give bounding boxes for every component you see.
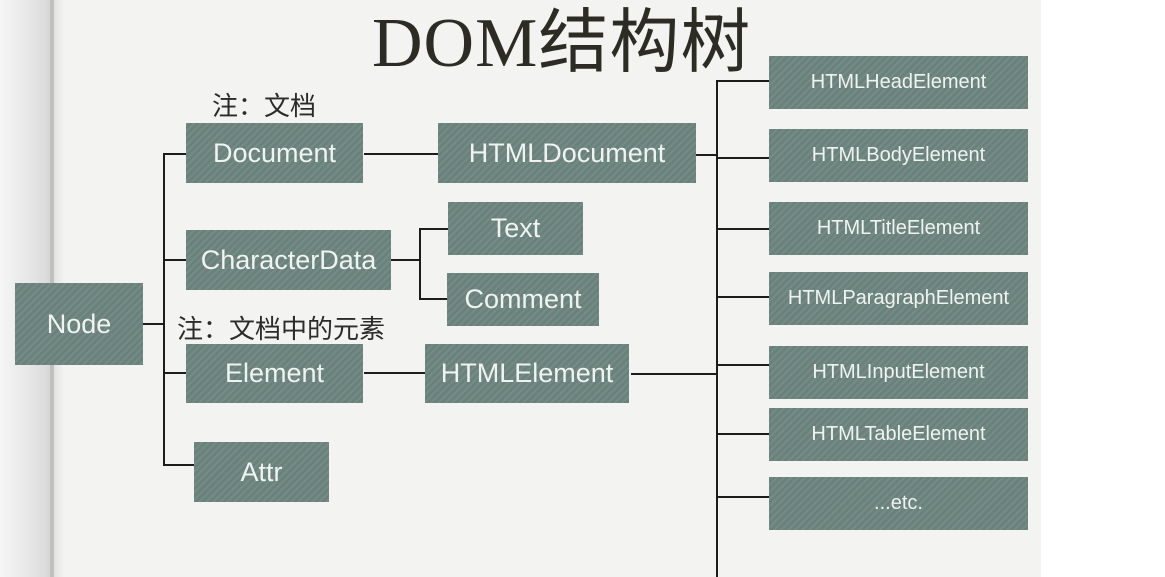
node-box-htmlparagraphelement: HTMLParagraphElement [769,272,1028,325]
connector-htmldocument-trunk [696,154,716,156]
node-box-characterdata: CharacterData [186,230,391,290]
node-box-element: Element [186,344,363,403]
node-box-text: Text [448,202,583,255]
connector-to-characterdata [163,259,195,261]
node-box-htmltitleelement: HTMLTitleElement [769,202,1028,255]
node-box-document: Document [186,123,363,183]
connector-characterdata-out [391,259,421,261]
connector-to-table [716,433,770,435]
node-box-htmldocument: HTMLDocument [438,123,696,183]
node-box-htmltableelement: HTMLTableElement [769,408,1028,461]
connector-html-trunk [716,80,718,577]
connector-to-attr [163,464,195,466]
connector-to-comment [419,298,449,300]
diagram-canvas: DOM结构树 注：文档 注：文档中的元素 Node Document HTMLD… [0,0,1041,577]
connector-to-input [716,364,770,366]
connector-document-htmldocument [364,153,438,155]
node-box-node: Node [15,283,143,365]
connector-htmlelement-out [631,373,716,375]
connector-to-etc [716,496,770,498]
connector-to-document [163,153,195,155]
connector-characterdata-branch [419,228,421,300]
connector-to-title [716,228,770,230]
connector-node-trunk [163,153,165,466]
node-box-etc: ...etc. [769,477,1028,530]
note-element: 注：文档中的元素 [177,315,386,345]
connector-to-element [163,372,195,374]
node-box-htmlbodyelement: HTMLBodyElement [769,129,1028,182]
node-box-htmlelement: HTMLElement [425,344,629,403]
diagram-title: DOM结构树 [372,5,752,82]
connector-element-htmlelement [364,372,426,374]
connector-to-head [716,80,770,82]
node-box-attr: Attr [194,442,329,502]
node-box-htmlinputelement: HTMLInputElement [769,346,1028,399]
connector-to-paragraph [716,296,770,298]
node-box-htmlheadelement: HTMLHeadElement [769,56,1028,109]
connector-to-body [716,157,770,159]
connector-node-out [138,323,165,325]
note-document: 注：文档 [212,92,317,122]
node-box-comment: Comment [447,273,599,326]
connector-to-text [419,228,449,230]
